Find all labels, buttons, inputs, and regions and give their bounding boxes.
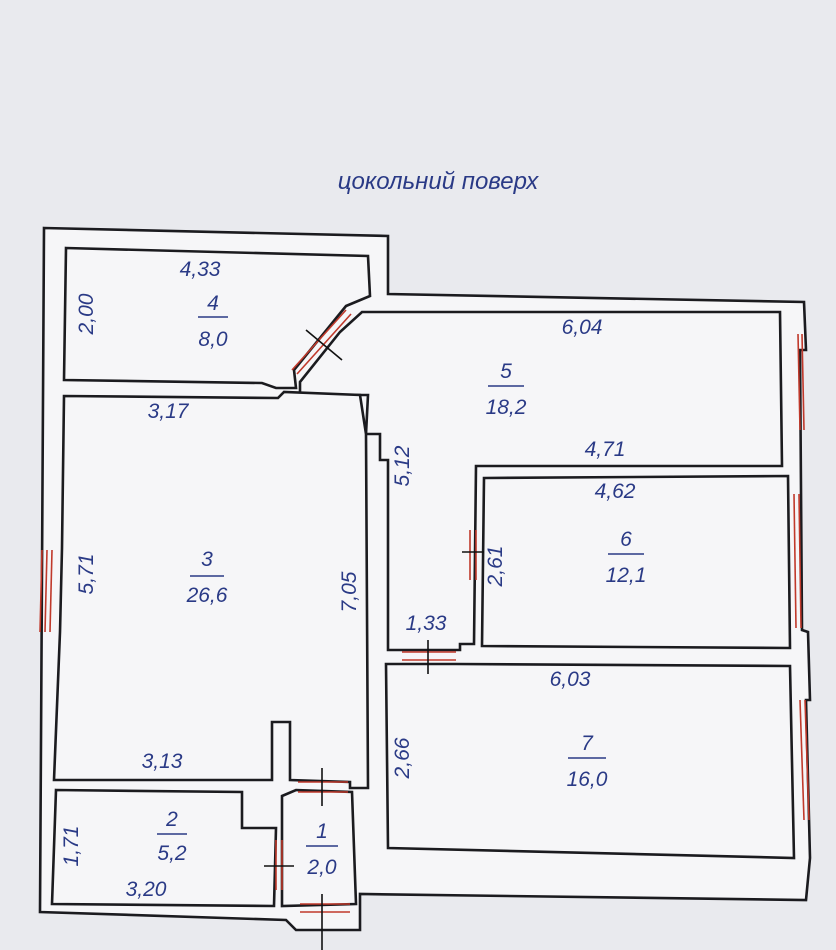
dim-corridor-width: 1,33 bbox=[406, 612, 447, 635]
dim-room4-top: 4,33 bbox=[180, 258, 221, 281]
room-area: 5,2 bbox=[157, 842, 187, 865]
room-1-outline bbox=[280, 788, 358, 908]
room-4-label: 4 8,0 bbox=[198, 292, 228, 351]
room-area: 16,0 bbox=[567, 768, 608, 791]
room-4-outline bbox=[62, 246, 372, 390]
room-number: 6 bbox=[620, 528, 632, 551]
room-number: 7 bbox=[581, 732, 594, 755]
room-7-outline bbox=[384, 662, 796, 860]
room-3-outline bbox=[52, 390, 370, 790]
dim-room6-top: 4,62 bbox=[595, 480, 636, 503]
door-room-1-top bbox=[298, 768, 348, 806]
room-number: 5 bbox=[500, 360, 512, 383]
door-entrance bbox=[300, 894, 350, 950]
room-7-label: 7 16,0 bbox=[567, 732, 608, 791]
room-1-label: 1 2,0 bbox=[306, 820, 338, 879]
dim-room3-left: 5,71 bbox=[75, 554, 98, 595]
room-number: 2 bbox=[165, 808, 178, 831]
dim-room5-left: 5,12 bbox=[391, 445, 414, 486]
window-room-6 bbox=[793, 493, 802, 629]
room-area: 8,0 bbox=[198, 328, 228, 351]
dim-room4-left: 2,00 bbox=[75, 293, 98, 335]
dim-room7-top: 6,03 bbox=[550, 668, 591, 691]
room-area: 12,1 bbox=[606, 564, 647, 587]
room-area: 2,0 bbox=[306, 856, 337, 879]
room-3-label: 3 26,6 bbox=[186, 548, 228, 607]
window-room-7 bbox=[799, 699, 810, 821]
dim-room5-top: 6,04 bbox=[562, 316, 603, 339]
room-5-outline bbox=[298, 310, 784, 652]
room-2-outline bbox=[50, 788, 278, 908]
room-number: 3 bbox=[201, 548, 213, 571]
dim-room2-left: 1,71 bbox=[60, 826, 83, 867]
dim-room3-right: 7,05 bbox=[338, 571, 361, 612]
dim-room6-left: 2,61 bbox=[484, 546, 507, 588]
window-left-wall bbox=[39, 549, 53, 633]
plan-title: цокольний поверх bbox=[338, 168, 539, 195]
door-room-6 bbox=[462, 530, 484, 580]
door-room-4 bbox=[291, 309, 352, 375]
dim-room2-bottom: 3,20 bbox=[126, 878, 167, 901]
door-corridor bbox=[402, 640, 456, 674]
dim-room3-top: 3,17 bbox=[148, 400, 190, 423]
room-number: 1 bbox=[316, 820, 328, 843]
room-5-label: 5 18,2 bbox=[486, 360, 527, 419]
room-2-label: 2 5,2 bbox=[157, 808, 187, 865]
room-area: 26,6 bbox=[186, 584, 228, 607]
room-6-label: 6 12,1 bbox=[606, 528, 647, 587]
dim-room5-right-lower: 4,71 bbox=[585, 438, 626, 461]
room-6-outline bbox=[480, 474, 792, 650]
dim-room3-bottom: 3,13 bbox=[142, 750, 183, 773]
window-room-5 bbox=[797, 333, 805, 431]
room-area: 18,2 bbox=[486, 396, 527, 419]
dim-room7-left: 2,66 bbox=[391, 737, 414, 779]
door-room-2 bbox=[264, 840, 294, 890]
room-number: 4 bbox=[207, 292, 219, 315]
